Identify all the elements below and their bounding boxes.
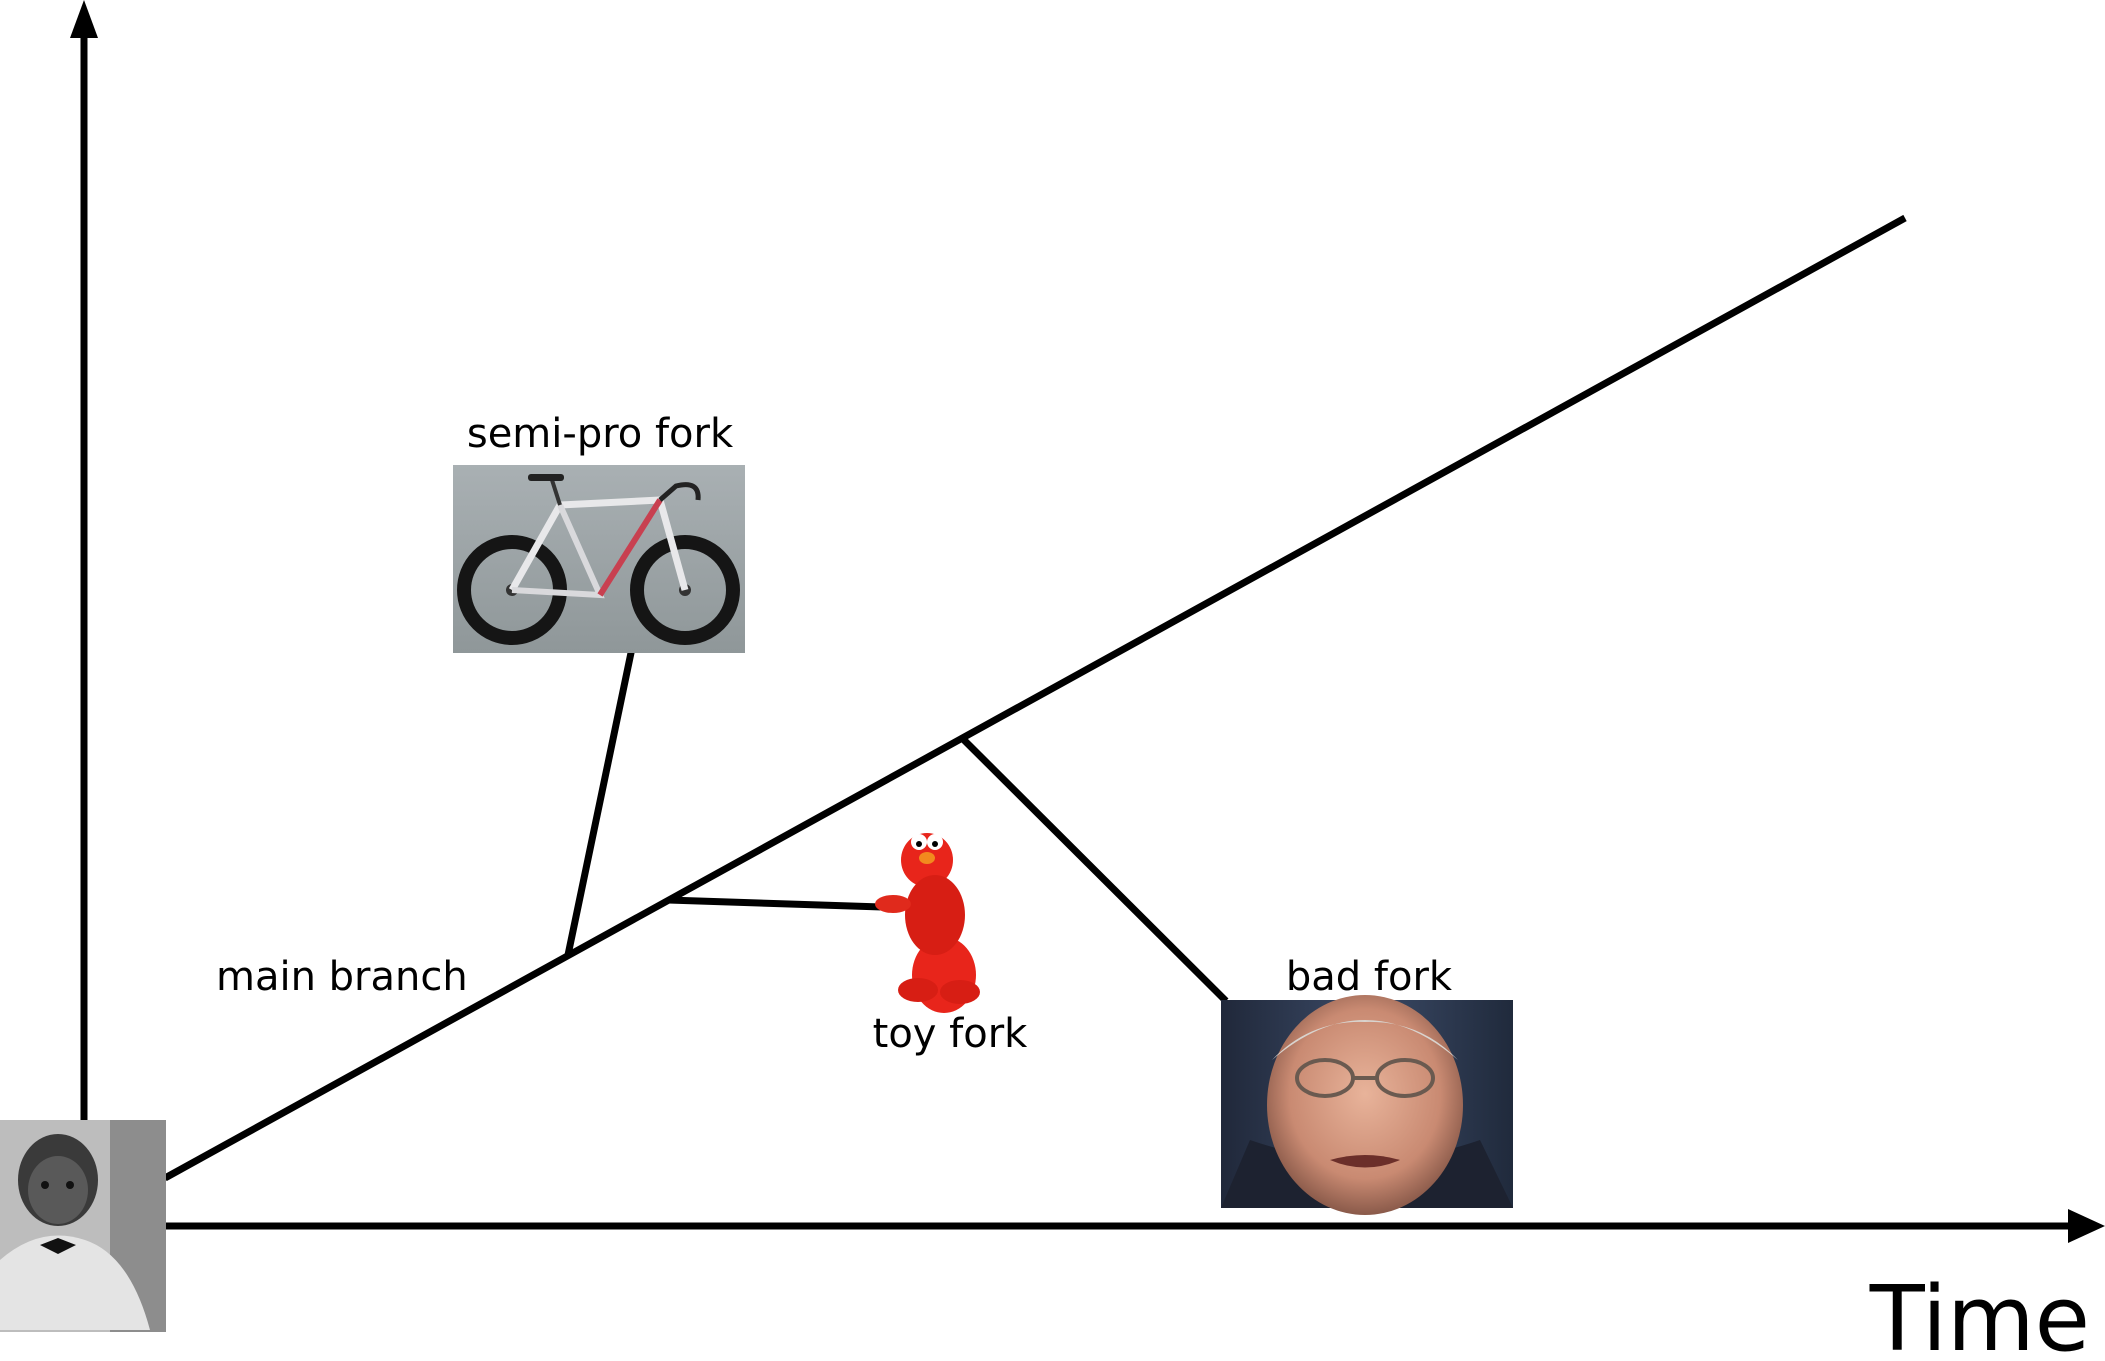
- red-plush-toy-picture: [875, 833, 980, 1013]
- toy-fork-label: toy fork: [873, 1011, 1029, 1057]
- bad-fork-line: [961, 737, 1229, 1004]
- x-axis-label: Time: [1869, 1267, 2090, 1361]
- x-axis: [165, 1209, 2105, 1243]
- racing-bicycle-picture: [453, 465, 745, 653]
- semi-pro-fork-line: [564, 647, 636, 956]
- main-branch-line: [163, 214, 1907, 1182]
- man-portrait-picture: [1221, 995, 1513, 1215]
- toy-fork-line: [667, 896, 883, 911]
- baby-photo: [0, 1120, 166, 1332]
- semi-pro-fork-label: semi-pro fork: [467, 411, 734, 457]
- x-axis-arrowhead: [2068, 1209, 2105, 1243]
- y-axis-arrowhead: [70, 0, 98, 38]
- bad-fork-label: bad fork: [1286, 954, 1453, 1000]
- bike-front-wheel: [630, 535, 740, 645]
- y-axis: [70, 0, 98, 1120]
- main-branch-label: main branch: [216, 954, 468, 1000]
